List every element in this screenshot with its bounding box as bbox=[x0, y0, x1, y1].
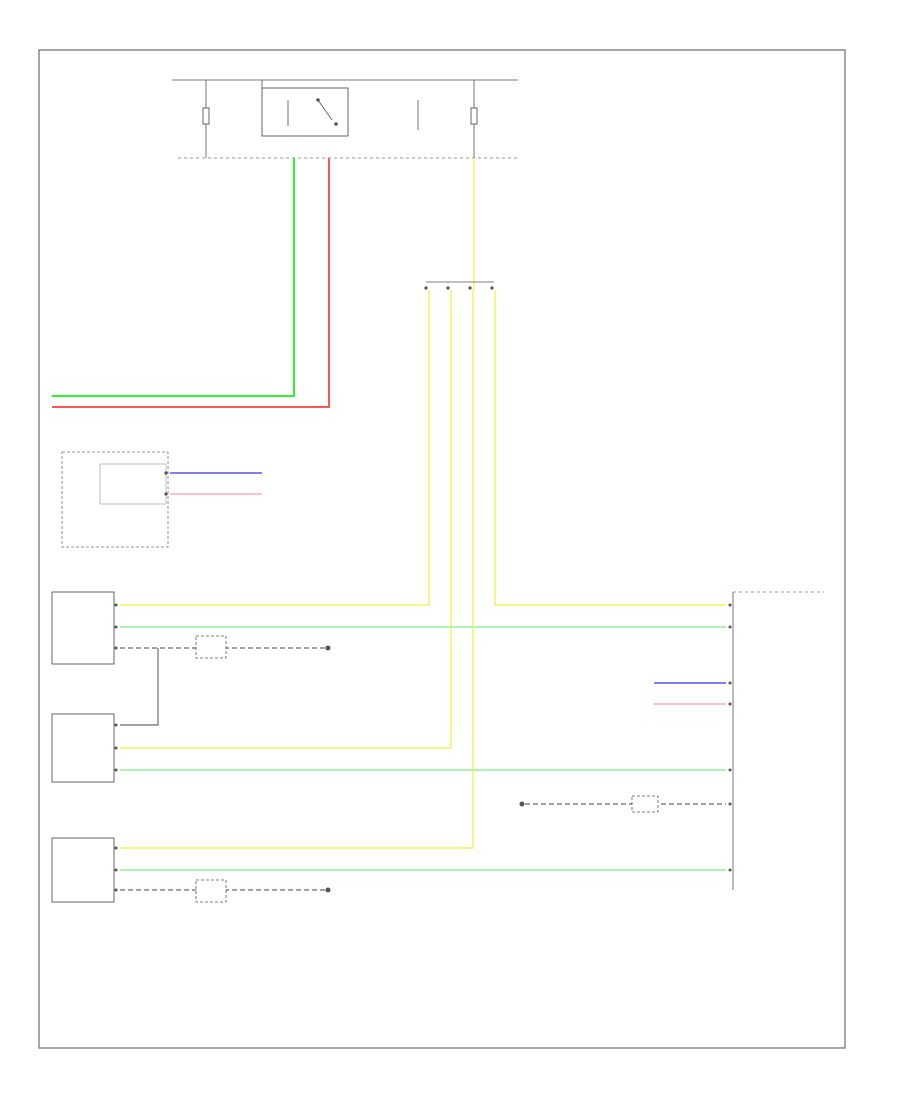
connector-input-ground bbox=[195, 635, 331, 659]
fuse-1-icon bbox=[202, 107, 210, 125]
vehicle-speed-sensor bbox=[51, 713, 118, 783]
wire-grn-relay bbox=[52, 158, 295, 397]
wire-yel-tcm bbox=[494, 290, 726, 606]
input-speed-sensor bbox=[51, 591, 118, 665]
connector-tcm-ground bbox=[519, 795, 659, 813]
transmission-control-module bbox=[728, 591, 824, 890]
ground-3-icon bbox=[519, 801, 525, 807]
wire-blk-vehicle-ground bbox=[120, 648, 159, 726]
output-speed-sensor bbox=[51, 837, 118, 903]
relay-switch-icon bbox=[317, 99, 333, 121]
power-distribution bbox=[172, 79, 518, 159]
relay-box bbox=[261, 87, 349, 137]
splice-yel bbox=[424, 281, 494, 290]
fuse-3-icon bbox=[470, 107, 478, 125]
wire-yel-vehicle-speed bbox=[120, 290, 452, 749]
wire-yel-input-speed bbox=[120, 290, 430, 606]
diagram-frame bbox=[38, 49, 846, 1049]
connector-output-ground bbox=[195, 879, 331, 903]
ground-1-icon bbox=[325, 645, 331, 651]
combination-meter bbox=[61, 451, 169, 548]
wire-yel-output-speed bbox=[120, 290, 474, 849]
ground-2-icon bbox=[325, 887, 331, 893]
wire-red-relay bbox=[52, 158, 330, 408]
